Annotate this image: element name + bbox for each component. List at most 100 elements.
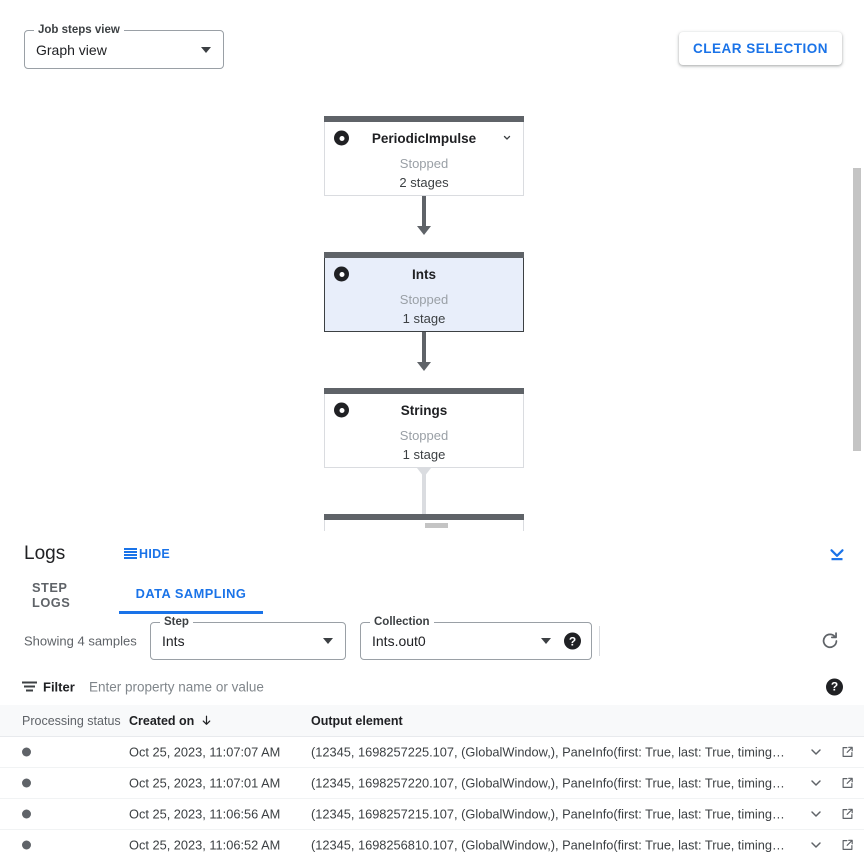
filter-bar: Filter ?	[0, 668, 864, 706]
job-steps-view-value: Graph view	[36, 41, 107, 58]
open-in-new-icon[interactable]	[840, 745, 855, 760]
list-lines-icon	[124, 548, 137, 559]
chevron-down-icon	[541, 638, 551, 644]
graph-canvas[interactable]: PeriodicImpulse Stopped 2 stages Ints St…	[0, 90, 864, 531]
node-title: Ints	[411, 266, 436, 282]
tab-step-logs-label: STEP LOGS	[32, 580, 71, 610]
samples-table: Processing status Created on Output elem…	[0, 705, 864, 856]
open-in-new-icon[interactable]	[840, 807, 855, 822]
node-status-bar	[324, 388, 524, 394]
expand-panel-down-icon[interactable]	[826, 543, 848, 565]
step-select-value: Ints	[162, 633, 185, 649]
showing-samples-text: Showing 4 samples	[24, 633, 137, 649]
graph-horizontal-scrollbar-thumb[interactable]	[425, 523, 448, 528]
node-header: Ints	[325, 259, 523, 289]
cell-output-element: (12345, 1698257215.107, (GlobalWindow,),…	[311, 806, 785, 822]
node-header: PeriodicImpulse	[325, 123, 523, 153]
cell-created-on: Oct 25, 2023, 11:06:52 AM	[129, 837, 281, 853]
cell-created-on: Oct 25, 2023, 11:07:07 AM	[129, 744, 281, 760]
node-status-bar	[324, 116, 524, 122]
step-select[interactable]: Step Ints	[150, 615, 346, 660]
collection-select-label: Collection	[370, 615, 434, 629]
node-stages-text: 1 stage	[402, 311, 446, 326]
node-header: Strings	[325, 395, 523, 425]
logs-tabs: STEP LOGS DATA SAMPLING	[0, 576, 864, 615]
filter-icon	[22, 681, 37, 692]
open-in-new-icon[interactable]	[840, 776, 855, 791]
graph-node-periodicimpulse[interactable]: PeriodicImpulse Stopped 2 stages	[324, 116, 524, 196]
cell-output-element: (12345, 1698256810.107, (GlobalWindow,),…	[311, 837, 785, 853]
node-status-text: Stopped	[399, 156, 449, 171]
help-icon[interactable]: ?	[826, 678, 843, 695]
graph-edge-3	[422, 468, 426, 516]
chevron-down-icon[interactable]	[501, 132, 513, 144]
open-in-new-icon[interactable]	[840, 838, 855, 853]
chevron-down-icon	[323, 638, 333, 644]
filter-input[interactable]	[87, 678, 791, 695]
graph-vertical-scrollbar-thumb[interactable]	[853, 168, 861, 451]
column-header-created-on[interactable]: Created on	[129, 714, 213, 728]
filter-label: Filter	[43, 679, 75, 694]
processing-status-dot	[22, 778, 31, 788]
graph-node-ints[interactable]: Ints Stopped 1 stage	[324, 252, 524, 332]
graph-edge-2	[422, 332, 426, 364]
table-row[interactable]: Oct 25, 2023, 11:06:52 AM (12345, 169825…	[0, 830, 864, 856]
processing-status-dot	[22, 840, 31, 850]
collection-select-value: Ints.out0	[372, 633, 426, 649]
job-steps-view-select[interactable]: Job steps view Graph view	[24, 23, 224, 69]
table-row[interactable]: Oct 25, 2023, 11:07:01 AM (12345, 169825…	[0, 768, 864, 799]
node-stages-text: 2 stages	[399, 175, 449, 190]
job-steps-view-label: Job steps view	[34, 23, 124, 37]
cell-output-element: (12345, 1698257220.107, (GlobalWindow,),…	[311, 775, 785, 791]
node-status-icon	[334, 266, 349, 282]
tab-data-sampling-label: DATA SAMPLING	[135, 586, 247, 601]
table-row[interactable]: Oct 25, 2023, 11:06:56 AM (12345, 169825…	[0, 799, 864, 830]
node-stages-text: 1 stage	[402, 447, 446, 462]
collection-select[interactable]: Collection Ints.out0 ?	[360, 615, 592, 660]
graph-edge-1	[422, 196, 426, 228]
processing-status-dot	[22, 809, 31, 819]
node-status-icon	[334, 130, 349, 146]
column-header-processing-status[interactable]: Processing status	[22, 713, 121, 728]
table-row[interactable]: Oct 25, 2023, 11:07:07 AM (12345, 169825…	[0, 737, 864, 768]
graph-vertical-scrollbar[interactable]	[853, 90, 863, 531]
graph-edge-arrow-2	[417, 362, 431, 371]
column-header-output-element[interactable]: Output element	[311, 713, 403, 728]
chevron-down-icon[interactable]	[808, 806, 824, 822]
toolbar-divider	[599, 626, 600, 656]
hide-logs-button[interactable]: HIDE	[124, 547, 170, 561]
chevron-down-icon[interactable]	[808, 837, 824, 853]
graph-node-partial-body	[324, 520, 524, 531]
cell-created-on: Oct 25, 2023, 11:06:56 AM	[129, 806, 281, 822]
graph-toolbar: Job steps view Graph view CLEAR SELECTIO…	[0, 0, 864, 90]
logs-title: Logs	[24, 542, 66, 564]
table-body: Oct 25, 2023, 11:07:07 AM (12345, 169825…	[0, 737, 864, 856]
logs-header: Logs HIDE	[0, 531, 864, 577]
node-status-text: Stopped	[399, 428, 449, 443]
cell-output-element: (12345, 1698257225.107, (GlobalWindow,),…	[311, 744, 785, 760]
graph-node-partial-bar	[324, 514, 524, 520]
node-title: Strings	[400, 402, 448, 418]
data-sampling-controls: Showing 4 samples Step Ints Collection I…	[0, 614, 864, 669]
clear-selection-button[interactable]: CLEAR SELECTION	[678, 32, 842, 65]
tab-step-logs[interactable]: STEP LOGS	[16, 576, 119, 614]
column-header-created-on-label: Created on	[129, 713, 195, 728]
chevron-down-icon[interactable]	[808, 775, 824, 791]
node-status-bar	[324, 252, 524, 258]
table-header-row: Processing status Created on Output elem…	[0, 705, 864, 737]
chevron-down-icon	[201, 46, 211, 53]
chevron-down-icon[interactable]	[808, 744, 824, 760]
graph-edge-arrow-3	[417, 468, 431, 477]
help-icon[interactable]: ?	[564, 632, 581, 650]
hide-logs-label: HIDE	[139, 546, 171, 561]
step-select-label: Step	[160, 615, 193, 629]
sort-descending-icon	[200, 714, 213, 727]
node-status-text: Stopped	[399, 292, 449, 307]
graph-node-strings[interactable]: Strings Stopped 1 stage	[324, 388, 524, 468]
refresh-icon[interactable]	[819, 630, 841, 652]
job-graph-panel: Job steps view Graph view CLEAR SELECTIO…	[0, 0, 864, 532]
processing-status-dot	[22, 747, 31, 757]
tab-data-sampling[interactable]: DATA SAMPLING	[119, 576, 263, 614]
node-title: PeriodicImpulse	[371, 130, 477, 146]
